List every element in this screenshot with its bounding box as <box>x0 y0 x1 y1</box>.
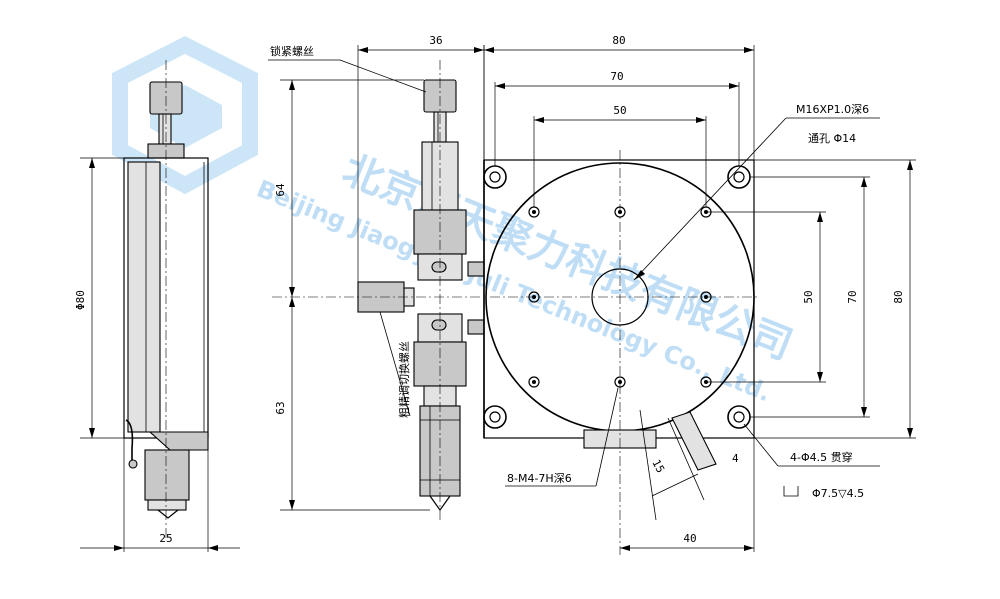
dim-diameter-80: Φ80 <box>74 290 87 310</box>
dim-80-top: 80 <box>612 34 625 47</box>
dim-80-right: 80 <box>892 290 905 303</box>
m4-holes <box>528 206 712 388</box>
label-lock-screw: 锁紧螺丝 <box>270 44 314 58</box>
dim-70-right: 70 <box>846 290 859 303</box>
dim-36: 36 <box>429 34 442 47</box>
label-adjust-screw: 粗精调切换螺丝 <box>397 341 411 418</box>
label-center-hole: 通孔 Φ14 <box>808 132 856 145</box>
dim-63: 63 <box>274 401 287 414</box>
label-center-thread: M16XP1.0深6 <box>796 103 869 116</box>
side-view: Φ80 25 <box>74 60 240 552</box>
dim-64: 64 <box>274 183 287 197</box>
label-corner-holes: 4-Φ4.5 贯穿 <box>790 450 853 464</box>
dim-25: 25 <box>159 532 172 545</box>
label-counterbore: Φ7.5▽4.5 <box>812 487 864 500</box>
dim-40: 40 <box>683 532 696 545</box>
label-m4-holes: 8-M4-7H深6 <box>507 472 572 485</box>
top-view: 80 70 50 50 70 80 M1 <box>483 34 916 555</box>
front-view: 36 64 63 锁紧螺丝 粗精调切换螺丝 <box>268 34 485 520</box>
scale-detail: 15 4 <box>639 409 739 521</box>
dim-70-top: 70 <box>610 70 623 83</box>
dim-4: 4 <box>732 452 739 465</box>
dim-50-top: 50 <box>613 104 626 117</box>
dim-50-right: 50 <box>802 290 815 303</box>
dim-15: 15 <box>649 457 667 475</box>
